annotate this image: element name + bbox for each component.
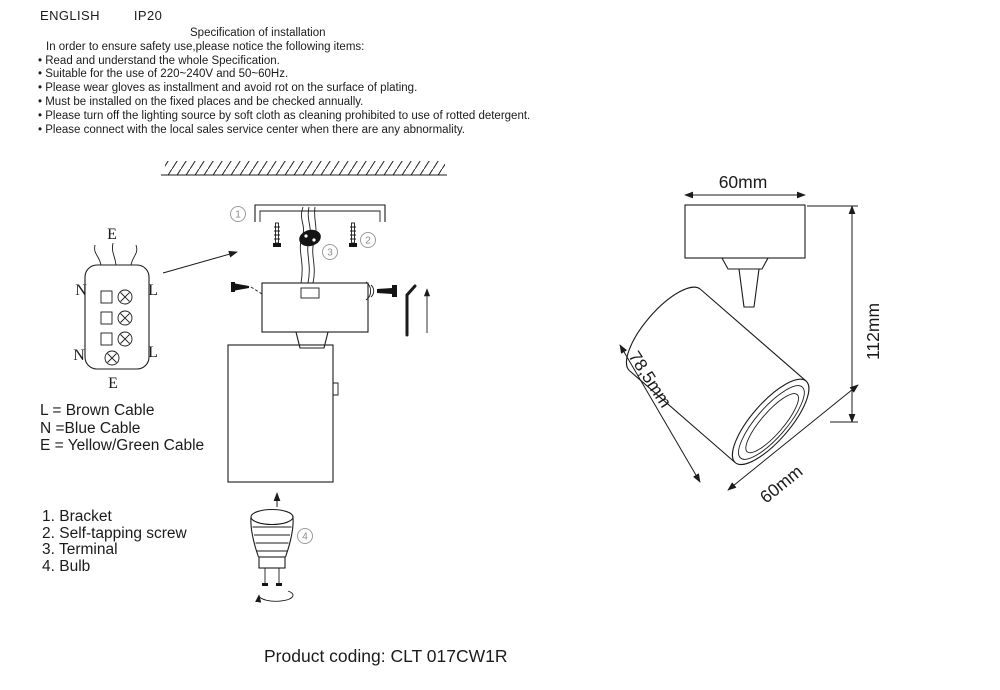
terminal-connector [299, 229, 321, 247]
wire-label-e-bottom: E [108, 375, 118, 392]
bracket-part [254, 204, 386, 222]
product-coding: Product coding: CLT 017CW1R [264, 646, 508, 666]
parts-item-bulb: 4. Bulb [42, 557, 91, 575]
dim-overall-height: 112mm [863, 303, 883, 360]
language-label: ENGLISH [40, 8, 100, 23]
dim-bracket-width: 60mm [719, 172, 768, 192]
legend-line-e: E = Yellow/Green Cable [40, 437, 205, 454]
spec-item: • Please wear gloves as installment and … [38, 82, 418, 95]
parts-item-terminal: 3. Terminal [42, 541, 118, 558]
wire-label-l-top: L [148, 282, 158, 299]
specification-block: Specification of installation In order t… [38, 27, 578, 137]
spec-item: • Read and understand the whole Specific… [38, 54, 280, 67]
callout-3: 3 [322, 244, 338, 260]
callout-4: 4 [297, 528, 313, 544]
wire-label-l-bottom: L [148, 344, 158, 361]
bulb-part [250, 508, 294, 603]
dim-diameter-group: 60mm [727, 384, 859, 507]
spec-item: • Suitable for the use of 220~240V and 5… [38, 68, 289, 81]
ceiling-hatch [161, 161, 447, 176]
installation-diagram: E N L N L E 1 2 3 4 [73, 161, 447, 603]
canopy [261, 282, 369, 333]
fixture-bracket [684, 204, 806, 308]
spec-item: • Please turn off the lighting source by… [38, 109, 531, 122]
wire-label-n-bottom: N [73, 347, 85, 364]
cable-legend: L = Brown Cable N =Blue Cable E = Yellow… [40, 402, 204, 455]
product-dimension-drawing: 60mm 112mm 78,5mm 60mm [619, 172, 883, 507]
dim-length-group: 78,5mm [619, 344, 701, 483]
terminal-screws [100, 289, 133, 366]
ip-rating-label: IP20 [133, 8, 163, 23]
wire-label-n-top: N [75, 282, 87, 299]
allen-key-icon [405, 284, 417, 337]
spec-intro: In order to ensure safety use,please not… [46, 40, 365, 53]
callout-2: 2 [360, 232, 376, 248]
callout-1: 1 [230, 206, 246, 222]
self-tapping-screws [273, 222, 357, 247]
legend-line-l: L = Brown Cable [40, 402, 155, 419]
dim-body-diameter: 60mm [756, 461, 806, 507]
detail-pointer-arrow [162, 250, 238, 274]
dim-height-group: 112mm [807, 205, 883, 423]
svg-text:2: 2 [365, 236, 371, 247]
header: ENGLISH IP20 [40, 8, 162, 23]
twist-arrow [255, 590, 294, 603]
svg-text:1: 1 [235, 210, 241, 221]
countersunk-screw [231, 282, 263, 295]
spec-title: Specification of installation [190, 27, 326, 39]
wire-label-e-top: E [107, 226, 117, 243]
parts-item-screw: 2. Self-tapping screw [42, 524, 187, 542]
spec-item: • Must be installed on the fixed places … [38, 95, 364, 108]
fixing-screw [365, 281, 397, 301]
svg-text:4: 4 [302, 532, 308, 543]
spec-item: • Please connect with the local sales se… [38, 123, 465, 136]
dim-body-length: 78,5mm [625, 347, 676, 411]
lamp-body [227, 331, 339, 483]
wiring-detail: E N L N L E [73, 226, 158, 392]
parts-list: 1. Bracket 2. Self-tapping screw 3. Term… [42, 508, 187, 575]
legend-line-n: N =Blue Cable [40, 419, 141, 437]
svg-text:3: 3 [327, 248, 333, 259]
parts-item-bracket: 1. Bracket [42, 508, 112, 525]
